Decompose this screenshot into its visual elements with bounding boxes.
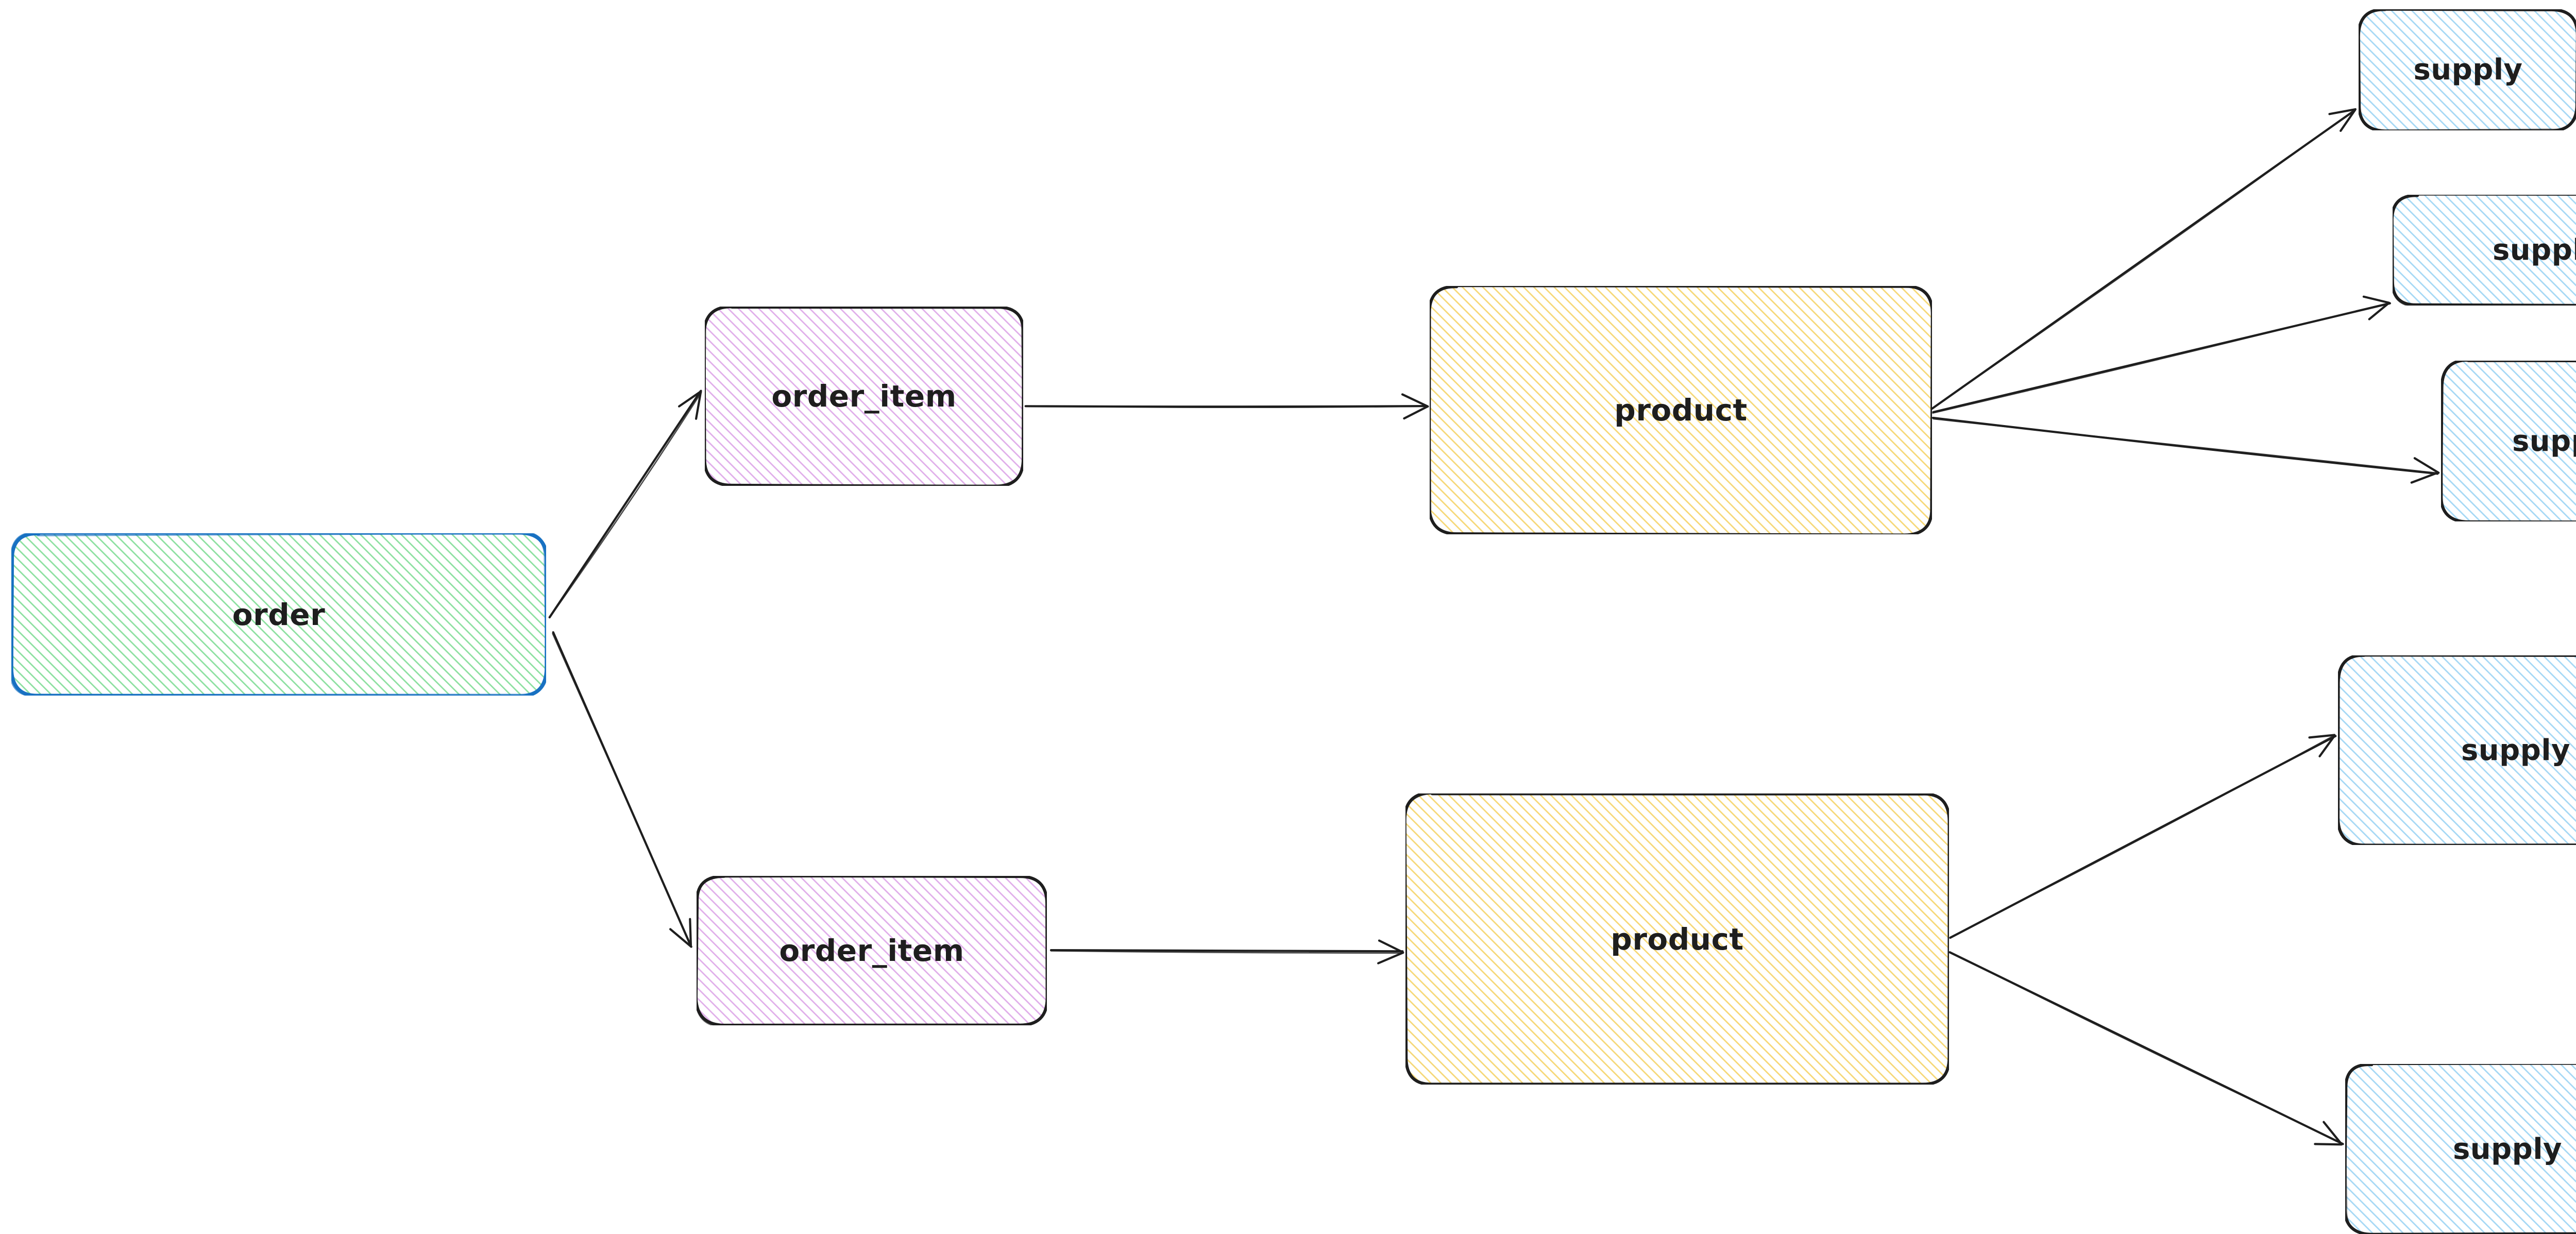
node-label: product <box>1611 921 1744 957</box>
node-order_item_1[interactable]: order_item <box>705 307 1023 486</box>
node-shape <box>1405 793 1949 1085</box>
edge-product_2-to-supply_5[interactable] <box>1948 951 2344 1146</box>
node-supply_2[interactable]: supply <box>2393 195 2576 306</box>
node-label: order_item <box>779 933 964 968</box>
node-label: order <box>232 597 326 632</box>
node-supply_1[interactable]: supply <box>2359 9 2576 130</box>
node-label: supply <box>2512 424 2576 458</box>
edge-order-to-order_item_1[interactable] <box>548 390 702 619</box>
node-order_item_2[interactable]: order_item <box>697 876 1047 1025</box>
edge-product_1-to-supply_2[interactable] <box>1932 295 2391 414</box>
node-shape <box>2345 1064 2576 1234</box>
node-shape <box>11 533 546 696</box>
node-label: supply <box>2452 1132 2563 1166</box>
node-shape <box>1430 286 1932 534</box>
node-order[interactable]: order <box>11 533 546 696</box>
edge-product_1-to-supply_3[interactable] <box>1931 416 2440 484</box>
node-label: product <box>1614 393 1748 428</box>
edge-order_item_1-to-product_1[interactable] <box>1024 393 1429 420</box>
node-product_2[interactable]: product <box>1405 793 1949 1085</box>
node-supply_4[interactable]: supply <box>2338 655 2576 845</box>
node-supply_5[interactable]: supply <box>2345 1064 2576 1234</box>
node-product_1[interactable]: product <box>1430 286 1932 534</box>
node-shape <box>705 307 1023 486</box>
node-shape <box>2393 195 2576 306</box>
node-shape <box>2441 361 2576 521</box>
node-label: supply <box>2461 733 2571 767</box>
node-label: supply <box>2413 53 2523 87</box>
node-label: supply <box>2492 233 2576 267</box>
node-shape <box>2359 9 2576 130</box>
node-label: order_item <box>771 379 957 414</box>
edge-order-to-order_item_2[interactable] <box>552 631 692 948</box>
node-shape <box>2338 655 2576 845</box>
node-shape <box>697 876 1047 1025</box>
edge-product_1-to-supply_1[interactable] <box>1931 108 2357 410</box>
edge-product_2-to-supply_4[interactable] <box>1949 734 2337 939</box>
edge-order_item_2-to-product_2[interactable] <box>1049 939 1404 965</box>
node-supply_3[interactable]: supply <box>2441 361 2576 521</box>
